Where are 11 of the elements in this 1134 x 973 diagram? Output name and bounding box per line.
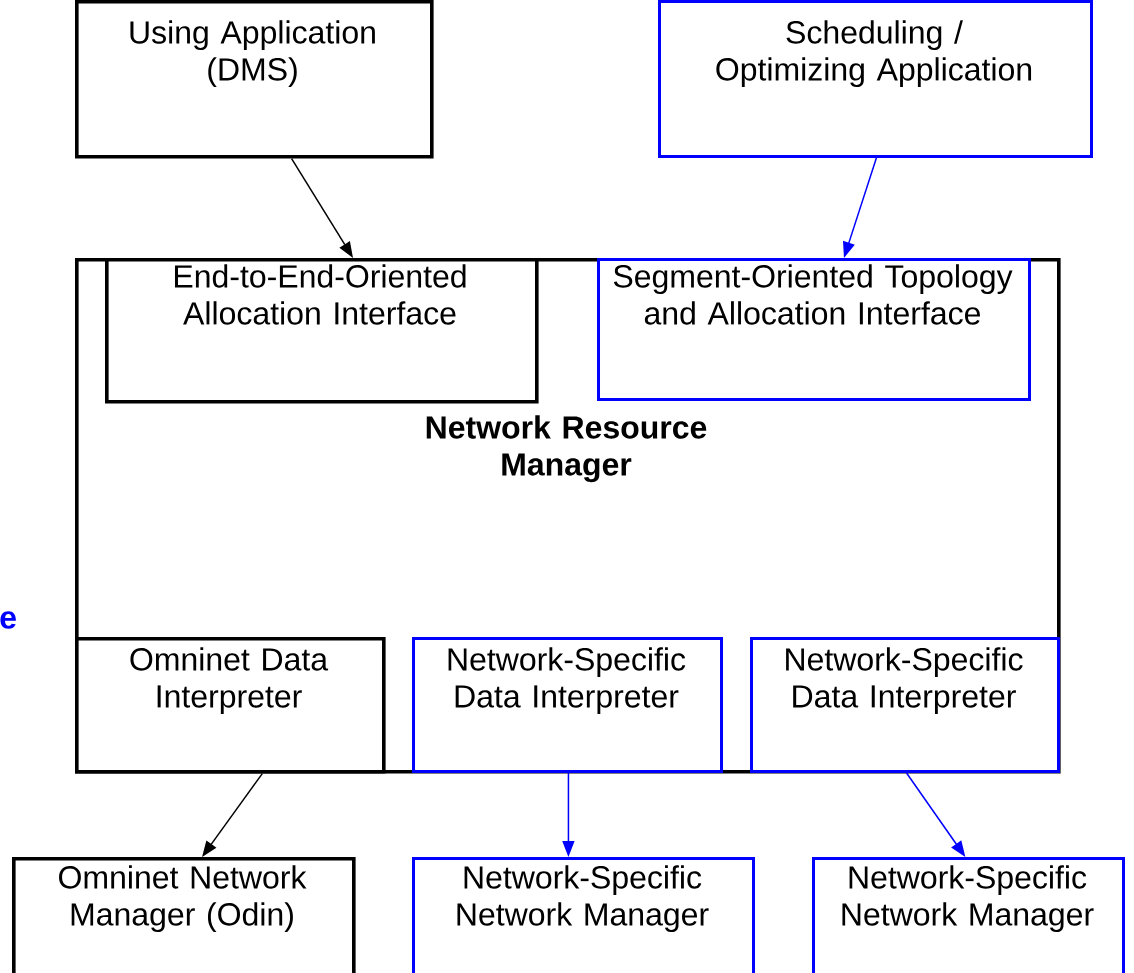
component-box: Network-Specific Network Manager [412, 857, 755, 973]
component-box: Segment-Oriented Topology and Allocation Interface [597, 258, 1031, 401]
component-box: Using Application (DMS) [75, 0, 434, 159]
component-box: Network-Specific Data Interpreter [750, 637, 1060, 773]
side-label: e [0, 611, 16, 629]
component-box: Network-Specific Data Interpreter [412, 637, 723, 773]
component-box: End-to-End-Oriented Allocation Interface [105, 258, 539, 404]
component-box: Scheduling / Optimizing Application [658, 0, 1093, 158]
component-box: Network-Specific Network Manager [812, 857, 1125, 973]
component-box: Omninet Network Manager (Odin) [12, 857, 356, 973]
component-box: Omninet Data Interpreter [75, 637, 386, 774]
